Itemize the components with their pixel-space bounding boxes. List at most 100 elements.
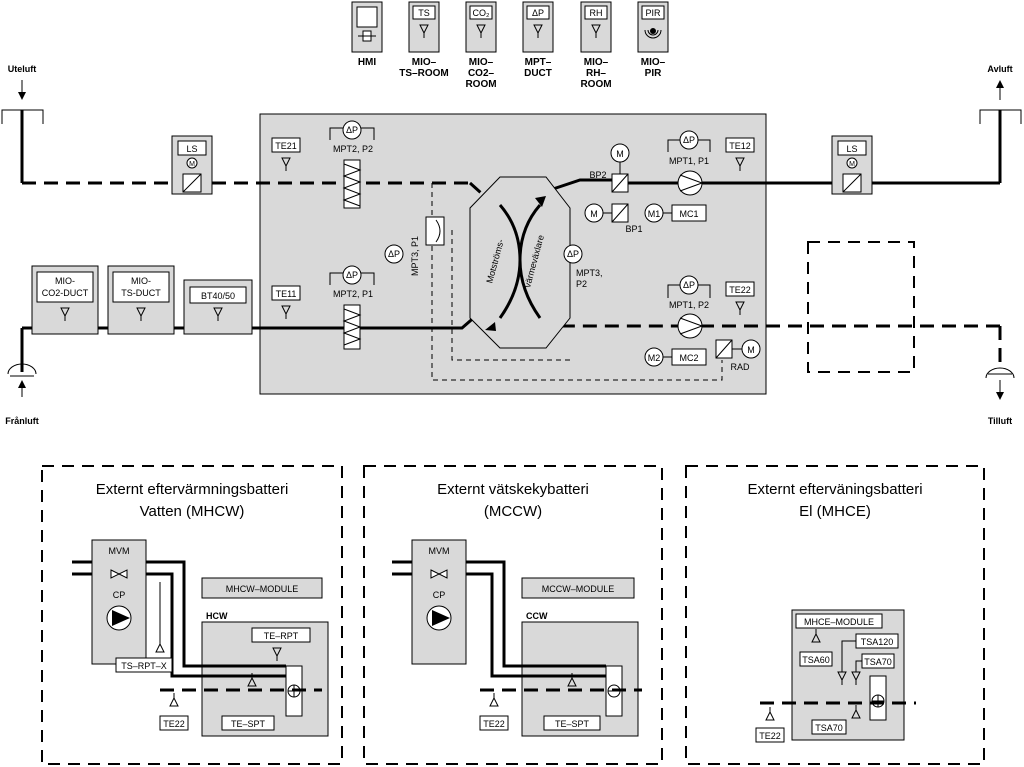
mpt1-p2-label: MPT1, P2: [669, 300, 709, 310]
mpt2-p1-label: MPT2, P1: [333, 289, 373, 299]
hmi-device[interactable]: HMI: [351, 1, 383, 68]
tilluft-label: Tilluft: [988, 416, 1012, 426]
outdoor-air-filter: ΔP MPT2, P2: [329, 120, 375, 209]
bypass-damper-bp2[interactable]: M BP2: [589, 143, 630, 193]
co2-duct-label-1: MIO-: [55, 276, 75, 286]
uteluft-label: Uteluft: [8, 64, 37, 74]
tilluft-outlet: Tilluft: [985, 326, 1015, 426]
panel-mhcw: Externt eftervärmningsbatteri Vatten (MH…: [41, 465, 343, 765]
motor-label: M: [616, 149, 624, 159]
mhcw-module-label: MHCW–MODULE: [226, 584, 299, 594]
mpt3-p1-transmitter: ΔP MPT3, P1: [384, 216, 445, 276]
pir-label: PIR: [645, 8, 661, 18]
ls-label: LS: [186, 144, 197, 154]
avluft-outlet: Avluft: [979, 64, 1022, 183]
mhcw-te22-label: TE22: [163, 719, 185, 729]
dp-symbol: ΔP: [683, 135, 695, 145]
rh-room-caption-2: RH–: [586, 68, 606, 79]
te22-sensor[interactable]: TE22: [725, 281, 755, 316]
mpt3-p1-label: MPT3, P1: [410, 236, 420, 276]
pir-caption-2: PIR: [645, 68, 662, 79]
te21-sensor[interactable]: TE21: [271, 137, 301, 172]
rh-room-caption-3: ROOM: [580, 79, 611, 90]
mccw-title-2: (MCCW): [484, 503, 542, 520]
dp-symbol: ΔP: [567, 249, 579, 259]
avluft-label: Avluft: [987, 64, 1012, 74]
rh-room-label: RH: [590, 8, 603, 18]
motor-label: M: [849, 161, 855, 168]
te11-label: TE11: [276, 289, 297, 299]
optional-module-outline: [807, 241, 915, 373]
mc2-label: MC2: [679, 353, 698, 363]
mvm-label: MVM: [429, 546, 450, 556]
bt40-50-sensor[interactable]: BT40/50: [183, 279, 253, 335]
arrow-up-icon: [18, 380, 26, 388]
ls-damper-right[interactable]: LS M: [831, 135, 873, 195]
panel-mccw: Externt vätskekybatteri (MCCW) MVM CP MC…: [363, 465, 663, 765]
mhce-title-1: Externt efterväningsbatteri: [747, 481, 922, 498]
rad-label: RAD: [730, 362, 750, 372]
tsa70-label-a: TSA70: [864, 657, 892, 667]
ts-room-label: TS: [418, 8, 430, 18]
te21-label: TE21: [275, 141, 297, 151]
ts-room-caption-1: MIO–: [412, 57, 437, 68]
te-rpt-label: TE–RPT: [264, 631, 299, 641]
cp-label: CP: [113, 590, 126, 600]
mvm-label: MVM: [109, 546, 130, 556]
mpt-duct-device[interactable]: ΔP MPT– DUCT: [522, 1, 554, 79]
mhce-title-2: El (MHCE): [799, 503, 871, 520]
bypass-damper-bp1[interactable]: M BP1: [584, 203, 643, 234]
mio-ts-duct-sensor[interactable]: MIO- TS-DUCT: [107, 265, 175, 335]
mio-rh-room-device[interactable]: RH MIO– RH– ROOM: [580, 1, 612, 90]
co2-room-label: CO₂: [473, 8, 491, 18]
co2-room-caption-3: ROOM: [465, 79, 496, 90]
franluft-label: Frånluft: [5, 416, 39, 426]
arrow-down-icon: [18, 92, 26, 100]
tsa70-label-b: TSA70: [815, 723, 843, 733]
hmi-caption: HMI: [358, 57, 377, 68]
mpt-duct-caption-1: MPT–: [525, 57, 552, 68]
mio-ts-room-device[interactable]: TS MIO– TS–ROOM: [399, 1, 449, 79]
motor-m2[interactable]: M2 MC2: [644, 347, 707, 367]
co2-room-caption-1: MIO–: [469, 57, 494, 68]
motor-label: M: [747, 345, 755, 355]
mio-pir-device[interactable]: PIR MIO– PIR: [637, 1, 669, 79]
cp-label: CP: [433, 590, 446, 600]
te12-sensor[interactable]: TE12: [725, 137, 755, 172]
rad-damper[interactable]: M RAD: [715, 339, 761, 372]
dp-symbol: ΔP: [388, 249, 400, 259]
uteluft-inlet: Uteluft: [1, 64, 44, 183]
mhcw-title-1: Externt eftervärmningsbatteri: [96, 481, 289, 498]
mccw-te22-label: TE22: [483, 719, 505, 729]
te22-label: TE22: [729, 285, 751, 295]
motor-m1[interactable]: M1 MC1: [644, 203, 707, 223]
mhce-te22-label: TE22: [759, 731, 781, 741]
mio-co2-room-device[interactable]: CO₂ MIO– CO2– ROOM: [465, 1, 497, 90]
ts-duct-label-1: MIO-: [131, 276, 151, 286]
te11-sensor[interactable]: TE11: [271, 285, 301, 320]
exhaust-fan[interactable]: ΔP MPT1, P1: [667, 130, 711, 196]
co2-duct-label-2: CO2-DUCT: [42, 288, 89, 298]
dp-symbol: ΔP: [683, 280, 695, 290]
mpt3-p2-transmitter: ΔP MPT3, P2: [563, 244, 603, 289]
m2-label: M2: [648, 353, 661, 363]
franluft-inlet: Frånluft: [5, 328, 39, 426]
mccw-module-label: MCCW–MODULE: [542, 584, 615, 594]
dp-symbol: ΔP: [346, 270, 358, 280]
mpt1-p1-label: MPT1, P1: [669, 156, 709, 166]
bp2-label: BP2: [589, 170, 606, 180]
pir-sensor-icon: [650, 28, 656, 34]
bp1-label: BP1: [625, 224, 642, 234]
ls-label: LS: [846, 144, 857, 154]
supply-fan[interactable]: ΔP MPT1, P2: [667, 275, 711, 339]
mio-co2-duct-sensor[interactable]: MIO- CO2-DUCT: [31, 265, 99, 335]
ts-duct-label-2: TS-DUCT: [121, 288, 161, 298]
arrow-down-icon: [996, 392, 1004, 400]
ls-damper-left[interactable]: LS M: [171, 135, 213, 195]
mhce-module-label: MHCE–MODULE: [804, 617, 874, 627]
te-spt-label: TE–SPT: [231, 719, 266, 729]
dp-symbol: ΔP: [346, 125, 358, 135]
arrow-icon: [535, 196, 546, 207]
panel-mhce: Externt efterväningsbatteri El (MHCE) MH…: [685, 465, 985, 765]
mpt-duct-caption-2: DUCT: [524, 68, 552, 79]
